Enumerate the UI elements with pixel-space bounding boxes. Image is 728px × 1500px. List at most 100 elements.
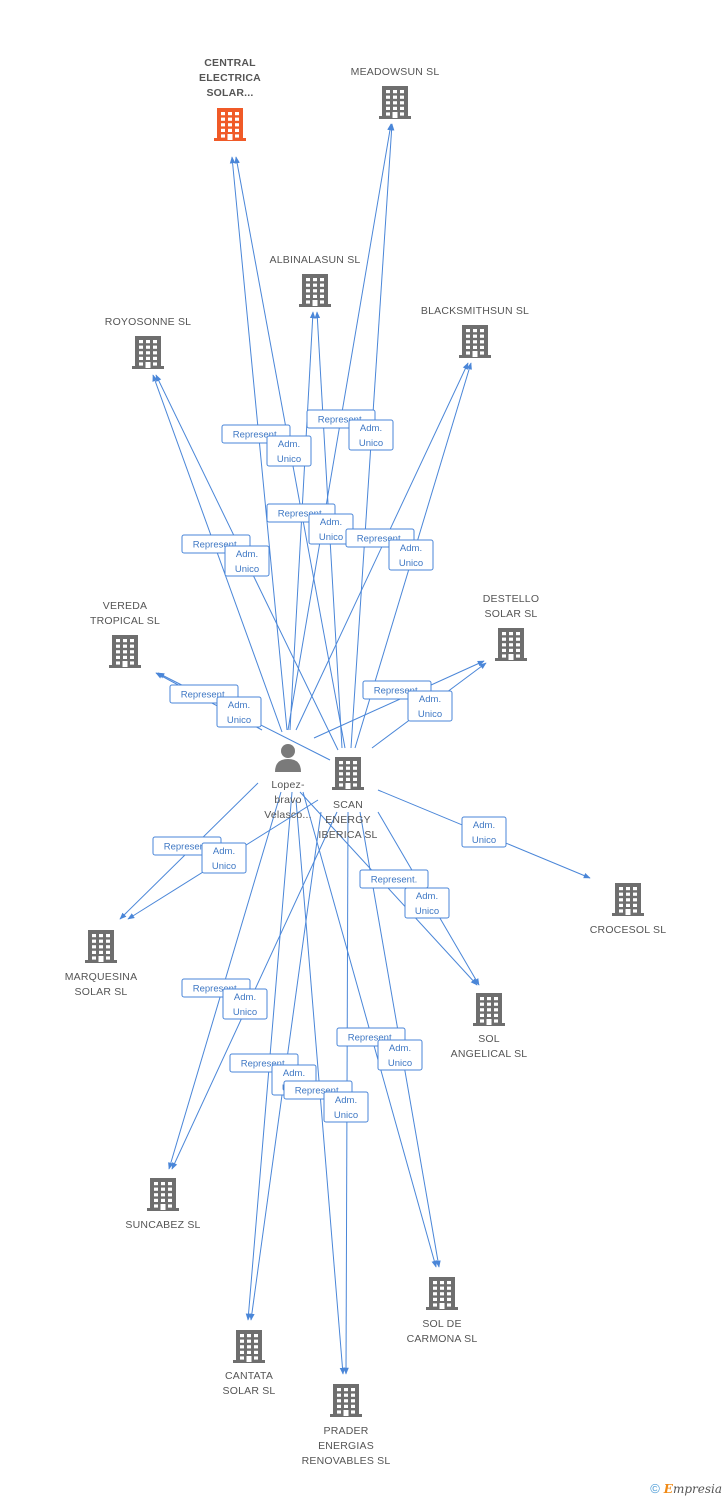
node-label: SOL	[478, 1033, 500, 1045]
building-icon	[426, 1277, 458, 1310]
edge-label-text: Represent.	[164, 842, 210, 853]
edge-label-text: Adm.	[360, 423, 382, 434]
node-person[interactable]: Lopez-bravoVelasco...	[264, 744, 312, 821]
node-label: SOLAR SL	[223, 1385, 276, 1397]
edge-label-scan-to-destello[interactable]: Adm.Unico	[407, 690, 453, 722]
node-label: SCAN	[333, 799, 363, 811]
edge-label-text: Adm.	[228, 700, 250, 711]
node-label: ROYOSONNE SL	[105, 316, 191, 328]
node-label: DESTELLO	[483, 593, 539, 605]
node-albinal[interactable]: ALBINALASUN SL	[270, 254, 361, 307]
edge-label-text: Unico	[418, 709, 442, 720]
edge-label-scan-to-marque[interactable]: Adm.Unico	[201, 842, 247, 874]
edge-labels-layer: Represent.Adm.UnicoRepresent.Adm.UnicoRe…	[152, 409, 507, 1123]
building-icon	[132, 336, 164, 369]
edge-label-scan-to-black[interactable]: Adm.Unico	[388, 539, 434, 571]
node-label: bravo	[274, 794, 301, 806]
building-icon	[459, 325, 491, 358]
edge-label-box	[404, 887, 450, 919]
building-icon	[233, 1330, 265, 1363]
building-icon	[379, 86, 411, 119]
node-suncab[interactable]: SUNCABEZ SL	[125, 1178, 200, 1231]
edge-label-text: Unico	[227, 715, 251, 726]
edge-label-box	[224, 545, 270, 577]
edge-label-box	[201, 842, 247, 874]
edge-label-scan-to-meadow[interactable]: Adm. Unico	[348, 419, 394, 451]
node-label: TROPICAL SL	[90, 615, 160, 627]
edge-label-scan-to-royos[interactable]: Adm.Unico	[224, 545, 270, 577]
building-icon	[147, 1178, 179, 1211]
node-label: SOLAR SL	[485, 608, 538, 620]
building-icon	[214, 108, 246, 141]
node-label: BLACKSMITHSUN SL	[421, 305, 529, 317]
node-label: ENERGY	[325, 814, 371, 826]
node-label: IBERICA SL	[318, 829, 377, 841]
edge-label-text: Unico	[233, 1007, 257, 1018]
edge-label-text: Represent.	[241, 1059, 287, 1070]
brand-logo: Empresia	[663, 1482, 722, 1496]
node-central[interactable]: CENTRALELECTRICASOLAR...	[199, 57, 261, 141]
node-meadow[interactable]: MEADOWSUN SL	[351, 66, 440, 119]
edge-label-scan-to-vereda[interactable]: Adm. Unico	[216, 696, 262, 728]
edge-label-text: Represent.	[193, 540, 239, 551]
edge-label-text: Unico	[388, 1058, 412, 1069]
edge-label-scan-to-albinal[interactable]: Adm.Unico	[308, 513, 354, 545]
edge-label-text: Represent.	[371, 875, 417, 886]
building-icon	[109, 635, 141, 668]
node-label: Velasco...	[264, 809, 312, 821]
edge-label-scan-to-prader[interactable]: Adm.Unico	[323, 1091, 369, 1123]
edge-label-scan-to-carmona[interactable]: Adm.Unico	[377, 1039, 423, 1071]
edge-label-text: Adm.	[213, 846, 235, 857]
node-label: CANTATA	[225, 1370, 273, 1382]
node-scan[interactable]: SCAN ENERGY IBERICA SL	[318, 757, 377, 841]
edge-label-text: Unico	[359, 438, 383, 449]
node-label: CROCESOL SL	[590, 924, 667, 936]
edge-label-text: Unico	[399, 558, 423, 569]
edge-label-scan-to-central[interactable]: Adm. Unico	[266, 435, 312, 467]
edge-label-text: Represent.	[193, 984, 239, 995]
building-icon	[299, 274, 331, 307]
building-icon	[495, 628, 527, 661]
edge-label-text: Adm.	[278, 439, 300, 450]
edge-label-scan-to-crocesol[interactable]: Adm.Unico	[461, 816, 507, 848]
building-icon	[330, 1384, 362, 1417]
footer-brand[interactable]: ©Empresia	[650, 1481, 722, 1496]
edge-label-person-to-angel[interactable]: Represent.	[359, 869, 429, 889]
building-icon	[612, 883, 644, 916]
node-label: ALBINALASUN SL	[270, 254, 361, 266]
node-crocesol[interactable]: CROCESOL SL	[590, 883, 667, 936]
edge-label-text: Unico	[277, 454, 301, 465]
edge-label-text: Unico	[319, 532, 343, 543]
edge-label-box	[407, 690, 453, 722]
building-icon	[473, 993, 505, 1026]
node-royos[interactable]: ROYOSONNE SL	[105, 316, 191, 369]
node-label: CENTRAL	[204, 57, 256, 69]
edge-label-text: Adm.	[416, 891, 438, 902]
node-label: SUNCABEZ SL	[125, 1219, 200, 1231]
person-icon	[275, 744, 301, 772]
edge-label-scan-to-suncab[interactable]: Adm.Unico	[222, 988, 268, 1020]
node-label: ANGELICAL SL	[451, 1048, 528, 1060]
edge-label-box	[266, 435, 312, 467]
edge-label-box	[216, 696, 262, 728]
node-angel[interactable]: SOL ANGELICAL SL	[451, 993, 528, 1060]
node-label: SOLAR SL	[75, 986, 128, 998]
node-black[interactable]: BLACKSMITHSUN SL	[421, 305, 529, 358]
edge-label-scan-to-angel[interactable]: Adm. Unico	[404, 887, 450, 919]
edge-label-text: Unico	[415, 906, 439, 917]
edge-label-box	[323, 1091, 369, 1123]
edge-label-text: Adm.	[335, 1095, 357, 1106]
node-label: Lopez-	[271, 779, 305, 791]
node-label: ENERGIAS	[318, 1440, 374, 1452]
edge-label-text: Represent.	[181, 690, 227, 701]
edge-label-box	[377, 1039, 423, 1071]
edge-label-text: Unico	[235, 564, 259, 575]
node-destello[interactable]: DESTELLO SOLAR SL	[483, 593, 539, 661]
node-cantata[interactable]: CANTATA SOLAR SL	[223, 1330, 276, 1397]
